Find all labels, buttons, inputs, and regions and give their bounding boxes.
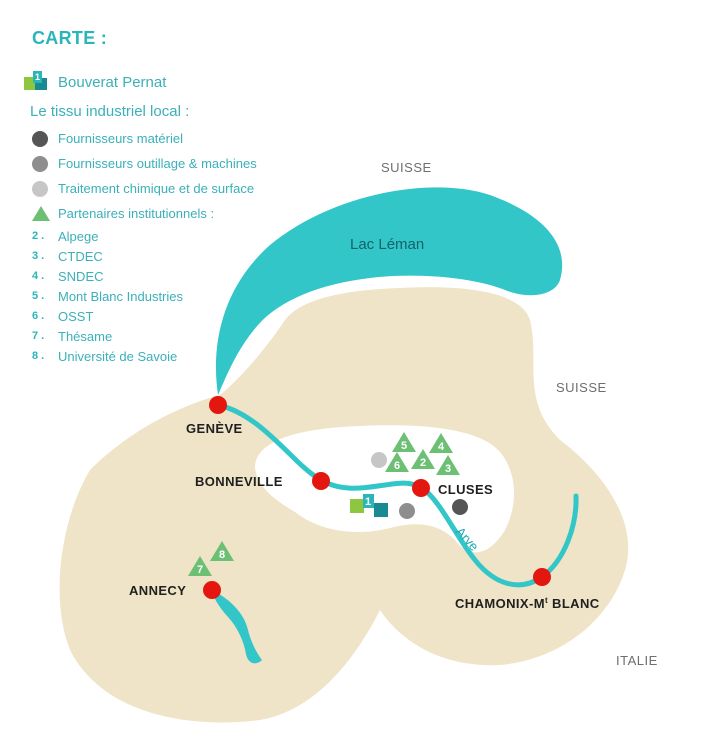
partner-triangle-5: 5 xyxy=(392,432,416,452)
svg-text:5: 5 xyxy=(401,440,407,452)
gray-dot-icon xyxy=(32,155,48,172)
partner-triangle-6: 6 xyxy=(385,452,409,472)
legend-item-chemical-treatment: Traitement chimique et de surface xyxy=(32,176,324,201)
country-label-suisse-north: SUISSE xyxy=(381,160,432,175)
city-label-chamonix: CHAMONIX-Mt BLANC xyxy=(455,596,600,611)
country-label-suisse-east: SUISSE xyxy=(556,380,607,395)
section-label: Le tissu industriel local : xyxy=(30,103,190,120)
city-dot-geneve xyxy=(209,396,227,414)
svg-text:6: 6 xyxy=(394,460,400,472)
partner-item: 8 . Université de Savoie xyxy=(32,348,178,364)
legend-item-material-suppliers: Fournisseurs matériel xyxy=(32,126,324,151)
legend: CARTE : 1 Bouverat Pernat Le tissu indus… xyxy=(24,28,324,366)
city-dot-bonneville xyxy=(312,472,330,490)
city-dot-chamonix xyxy=(533,568,551,586)
city-dot-cluses xyxy=(412,479,430,497)
partner-triangle-4: 4 xyxy=(429,433,453,453)
partner-item: 6 . OSST xyxy=(32,308,94,324)
company-logo-icon: 1 xyxy=(24,71,52,93)
marker-tooling-supplier xyxy=(399,503,415,519)
partner-item: 7 . Thésame xyxy=(32,328,113,344)
partner-item: 2 . Alpege xyxy=(32,228,99,244)
svg-text:4: 4 xyxy=(438,441,445,453)
city-label-bonneville: BONNEVILLE xyxy=(195,474,283,489)
svg-text:3: 3 xyxy=(445,463,451,475)
city-label-annecy: ANNECY xyxy=(129,583,186,598)
city-label-geneve: GENÈVE xyxy=(186,421,243,436)
partner-triangle-3: 3 xyxy=(436,455,460,475)
partner-triangle-7: 7 xyxy=(188,556,212,576)
city-dot-annecy xyxy=(203,581,221,599)
svg-text:7: 7 xyxy=(197,564,203,576)
partner-item: 3 . CTDEC xyxy=(32,248,103,264)
lake-label: Lac Léman xyxy=(350,236,424,253)
company-marker: 1 xyxy=(350,494,388,517)
company-label: Bouverat Pernat xyxy=(58,73,167,91)
marker-material-supplier xyxy=(452,499,468,515)
city-label-cluses: CLUSES xyxy=(438,482,493,497)
partner-item: 4 . SNDEC xyxy=(32,268,104,284)
partner-item: 5 . Mont Blanc Industries xyxy=(32,288,184,304)
legend-item-tooling-suppliers: Fournisseurs outillage & machines xyxy=(32,151,324,176)
triangle-icon xyxy=(32,206,50,221)
company-marker-number: 1 xyxy=(365,496,371,508)
legend-item-partners: Partenaires institutionnels : xyxy=(32,201,324,226)
svg-text:8: 8 xyxy=(219,549,225,561)
legend-company: 1 Bouverat Pernat xyxy=(24,71,324,93)
light-dot-icon xyxy=(32,180,48,197)
dark-dot-icon xyxy=(32,130,48,147)
country-label-italie: ITALIE xyxy=(616,653,658,668)
svg-text:2: 2 xyxy=(420,457,426,469)
company-logo-number: 1 xyxy=(33,71,42,83)
lake-annecy xyxy=(212,590,262,664)
partner-triangle-2: 2 xyxy=(411,449,435,469)
marker-treatment-chemical xyxy=(371,452,387,468)
lake-leman xyxy=(215,187,563,395)
partner-triangle-8: 8 xyxy=(210,541,234,561)
legend-title: CARTE : xyxy=(32,28,108,48)
